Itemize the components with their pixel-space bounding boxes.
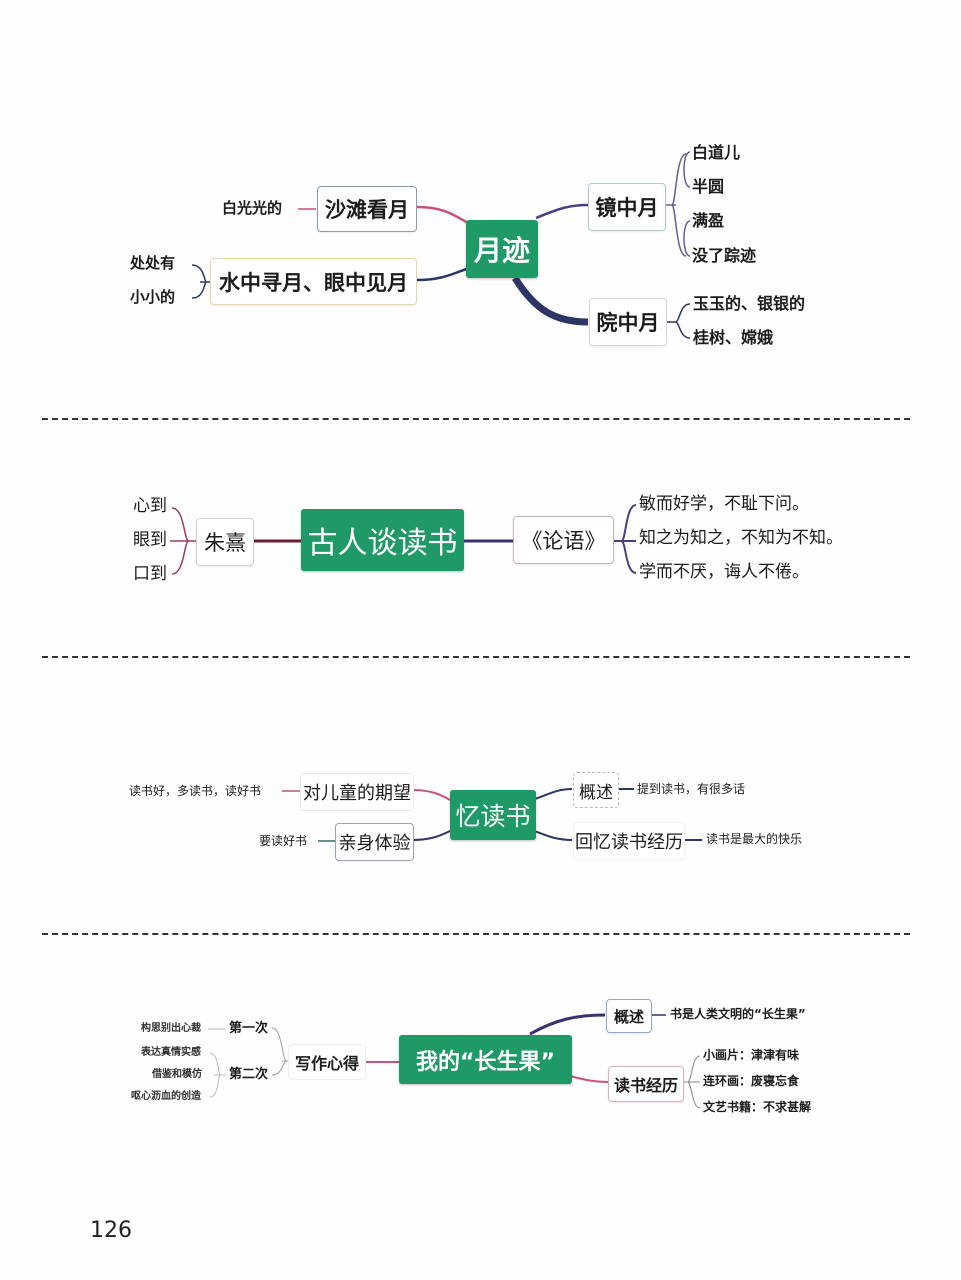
leaf-text: 口到: [133, 564, 167, 584]
root-node: 月迹: [466, 220, 538, 278]
branch-node: 沙滩看月: [317, 186, 417, 232]
leaf-text: 呕心沥血的创造: [131, 1091, 201, 1102]
leaf-text: 玉玉的、银银的: [693, 294, 806, 313]
leaf-text: 小小的: [130, 288, 176, 306]
leaf-text: 满盈: [692, 211, 725, 230]
leaf-text: 连环画：废寝忘食: [703, 1074, 800, 1088]
branch-node: 概述: [606, 999, 652, 1033]
section-divider: [42, 933, 910, 935]
leaf-text: 处处有: [130, 254, 176, 272]
leaf-text: 读书好，多读书，读好书: [129, 784, 262, 798]
leaf-text: 要读好书: [259, 834, 308, 848]
branch-node: 写作心得: [288, 1044, 366, 1080]
branch-node: 《论语》: [513, 516, 614, 564]
page-number: 126: [90, 1218, 132, 1243]
branch-node: 亲身体验: [335, 823, 414, 861]
branch-node: 镜中月: [588, 183, 666, 231]
leaf-text: 借鉴和模仿: [152, 1069, 202, 1080]
branch-node: 水中寻月、眼中见月: [210, 258, 417, 305]
leaf-text: 学而不厌，诲人不倦。: [639, 562, 809, 582]
leaf-text: 构思别出心裁: [141, 1023, 201, 1034]
branch-node: 院中月: [589, 298, 667, 346]
leaf-text: 心到: [133, 496, 167, 516]
section-divider: [42, 656, 910, 658]
branch-node: 回忆读书经历: [573, 822, 685, 860]
leaf-text: 半圆: [692, 177, 725, 196]
branch-node: 对儿童的期望: [300, 773, 414, 811]
leaf-text: 书是人类文明的“长生果”: [670, 1007, 806, 1021]
sub-branch-text: 第一次: [229, 1021, 269, 1036]
leaf-text: 知之为知之，不知为不知。: [639, 528, 843, 548]
root-node: 古人谈读书: [301, 509, 464, 571]
leaf-text: 桂树、嫦娥: [693, 328, 774, 347]
section-divider: [42, 418, 910, 420]
branch-node: 概述: [573, 772, 619, 808]
branch-node: 朱熹: [196, 518, 254, 566]
sub-branch-text: 第二次: [229, 1067, 269, 1082]
leaf-text: 眼到: [133, 530, 167, 550]
leaf-text: 白光光的: [222, 199, 283, 217]
root-node: 忆读书: [450, 790, 536, 840]
leaf-text: 没了踪迹: [692, 246, 757, 265]
leaf-text: 小画片：津津有味: [703, 1048, 800, 1062]
leaf-text: 白道儿: [692, 143, 741, 162]
branch-node: 读书经历: [608, 1066, 684, 1102]
leaf-text: 表达真情实感: [141, 1047, 201, 1058]
leaf-text: 敏而好学，不耻下问。: [639, 494, 809, 514]
root-node: 我的“长生果”: [399, 1035, 572, 1084]
leaf-text: 读书是最大的快乐: [706, 832, 803, 846]
leaf-text: 提到读书，有很多话: [637, 782, 746, 796]
leaf-text: 文艺书籍：不求甚解: [703, 1100, 812, 1114]
